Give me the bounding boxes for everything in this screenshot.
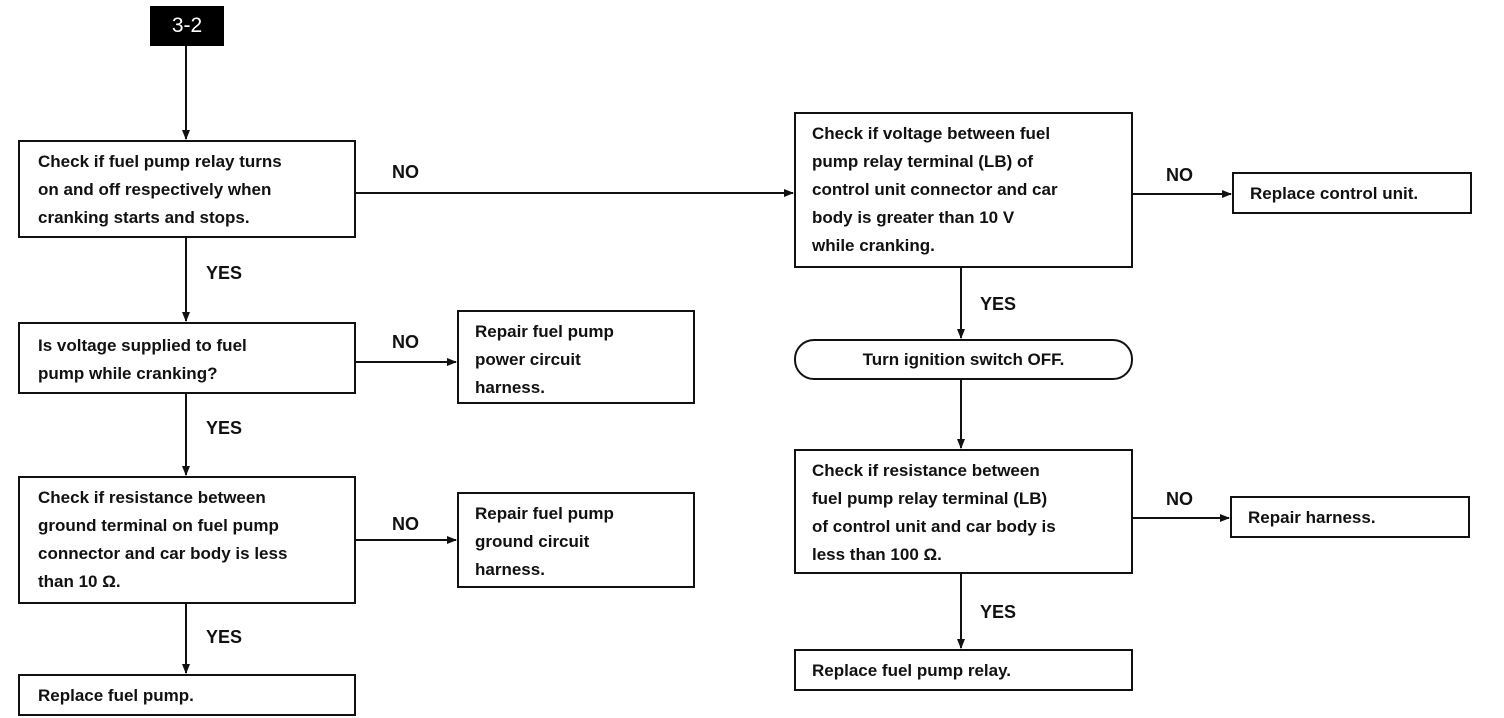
terminal-voltage-box: Check if voltage between fuel pump relay…: [794, 112, 1133, 268]
repair-ground-circuit-box: Repair fuel pump ground circuit harness.: [457, 492, 695, 588]
ground-no-label: NO: [392, 514, 419, 534]
voltage-supplied-box: Is voltage supplied to fuel pump while c…: [18, 322, 356, 394]
terminal-voltage-yes-label: YES: [980, 294, 1017, 314]
relay-yes-label: YES: [206, 263, 243, 283]
ground-resistance-box: Check if resistance between ground termi…: [18, 476, 356, 604]
repair-power-circuit-box: Repair fuel pump power circuit harness.: [457, 310, 695, 404]
voltage-yes-label: YES: [206, 418, 243, 438]
relay-no-label: NO: [392, 162, 419, 182]
voltage-no-label: NO: [392, 332, 419, 352]
section-tag: 3-2: [150, 6, 224, 46]
replace-fuel-pump-box: Replace fuel pump.: [18, 674, 356, 716]
relay-check-box: Check if fuel pump relay turns on and of…: [18, 140, 356, 238]
repair-harness-box: Repair harness.: [1230, 496, 1470, 538]
terminal-resistance-box: Check if resistance between fuel pump re…: [794, 449, 1133, 574]
terminal-voltage-no-label: NO: [1166, 165, 1193, 185]
terminal-resistance-no-label: NO: [1166, 489, 1193, 509]
replace-relay-box: Replace fuel pump relay.: [794, 649, 1133, 691]
ignition-off-box: Turn ignition switch OFF.: [794, 339, 1133, 380]
terminal-resistance-yes-label: YES: [980, 602, 1017, 622]
ground-yes-label: YES: [206, 627, 243, 647]
replace-control-unit-box: Replace control unit.: [1232, 172, 1472, 214]
